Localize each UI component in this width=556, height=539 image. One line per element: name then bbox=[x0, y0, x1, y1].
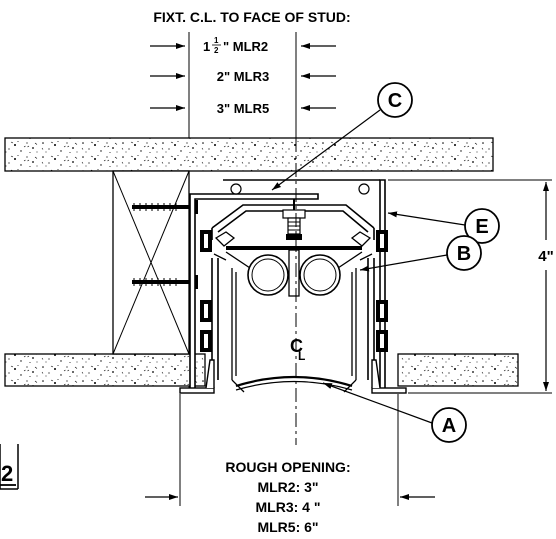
callout-e-label: E bbox=[475, 216, 488, 238]
clip-right-lower bbox=[376, 300, 388, 352]
callout-a-leader bbox=[322, 382, 433, 424]
centerline-subscript: L bbox=[298, 349, 305, 363]
wood-stud bbox=[112, 170, 190, 355]
clip-left-lower bbox=[200, 300, 212, 352]
detail-number-text: 2 bbox=[1, 461, 13, 486]
trim-flange bbox=[179, 359, 407, 394]
header-title: FIXT. C.L. TO FACE OF STUD: bbox=[153, 9, 350, 25]
bracket-hole-right bbox=[358, 183, 370, 195]
centerline-symbol: C bbox=[290, 336, 303, 356]
rough-opening-mlr5: MLR5: 6" bbox=[257, 519, 318, 535]
rough-opening-title: ROUGH OPENING: bbox=[225, 459, 350, 475]
callout-a-label: A bbox=[442, 415, 456, 437]
lamp-socket bbox=[288, 249, 300, 297]
lower-ceiling-slab-right bbox=[397, 353, 519, 387]
callout-c-label: C bbox=[388, 90, 402, 112]
clip-left-upper bbox=[200, 230, 236, 261]
rough-opening-mlr3: MLR3: 4 " bbox=[256, 499, 321, 515]
clip-right-upper bbox=[350, 230, 388, 261]
detail-number-fragment: 2 bbox=[0, 444, 19, 490]
callout-c-leader bbox=[271, 109, 381, 191]
fixture-inner-body bbox=[231, 268, 357, 393]
upper-ceiling-slab bbox=[4, 137, 494, 172]
dim-mlr5-label: 3" MLR5 bbox=[217, 101, 269, 116]
callout-b-label: B bbox=[457, 243, 471, 265]
height-dimension bbox=[388, 179, 552, 394]
rough-opening-mlr2: MLR2: 3" bbox=[257, 479, 318, 495]
callout-e-bubble bbox=[464, 208, 500, 244]
height-dimension-label: 4" bbox=[538, 248, 553, 265]
dim-mlr2-rest: " MLR2 bbox=[223, 39, 268, 54]
dim-row-mlr2: 1 1 2 " MLR2 bbox=[150, 36, 336, 55]
dim-mlr2-den: 2 bbox=[214, 46, 219, 55]
bracket-hole-left bbox=[230, 183, 242, 195]
callout-a-bubble bbox=[431, 407, 467, 443]
callout-e-leader bbox=[387, 211, 466, 226]
callout-b-bubble bbox=[446, 235, 482, 271]
dim-row-mlr5: 3" MLR5 bbox=[150, 101, 336, 116]
diffuser-lens bbox=[235, 375, 353, 388]
lamp-right bbox=[299, 254, 341, 296]
dim-mlr2-whole: 1 bbox=[203, 39, 210, 54]
dim-row-mlr3: 2" MLR3 bbox=[150, 69, 336, 84]
dim-mlr2-num: 1 bbox=[214, 36, 219, 45]
dim-mlr3-label: 2" MLR3 bbox=[217, 69, 269, 84]
callout-c-bubble bbox=[377, 82, 413, 118]
center-hanger-bolt bbox=[282, 199, 306, 240]
lamp-left bbox=[247, 254, 289, 296]
lower-ceiling-slab-left bbox=[4, 353, 206, 387]
callout-b-leader bbox=[359, 254, 448, 272]
reflector-plate bbox=[225, 246, 363, 269]
